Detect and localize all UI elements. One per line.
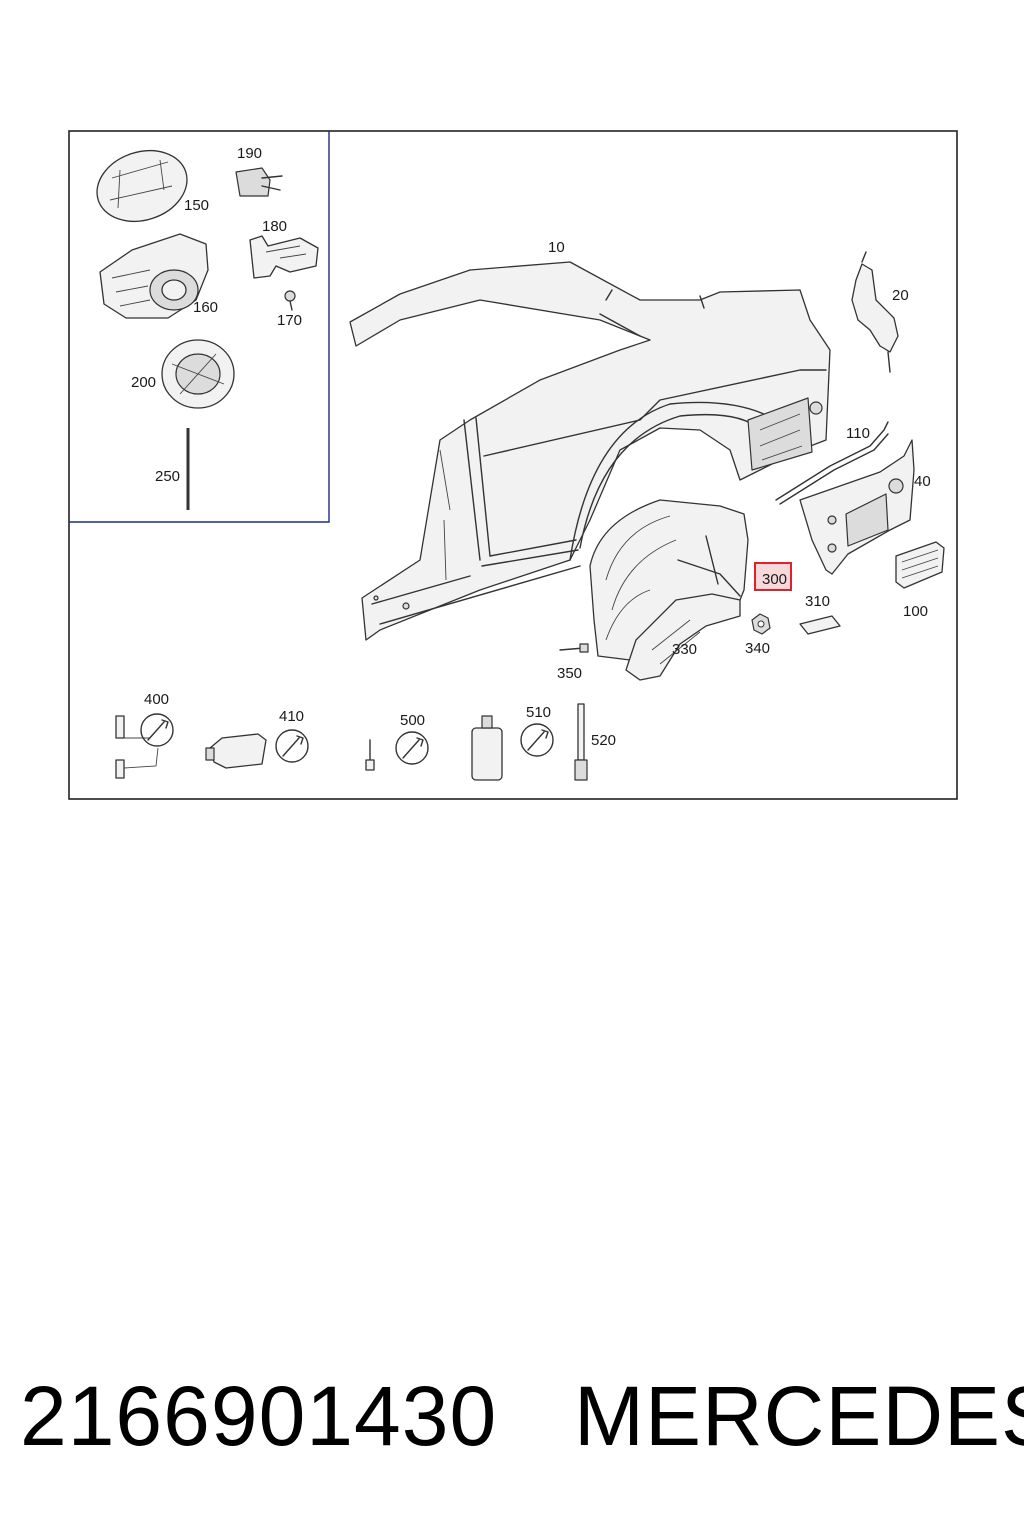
callout-10: 10: [548, 239, 565, 256]
wrench-icon: [275, 729, 309, 763]
seal-strip-part: [775, 421, 889, 505]
fuel-flap-part: [96, 150, 188, 222]
callout-520: 520: [591, 732, 616, 749]
parts-diagram: 10 20 40 100 110 150 160 170 180 190 200…: [68, 130, 958, 800]
callout-20: 20: [892, 287, 909, 304]
liner-section-part: [625, 593, 741, 681]
callout-170: 170: [277, 312, 302, 329]
callout-400: 400: [144, 691, 169, 708]
anchor-bolt-part: [574, 703, 588, 781]
brand-name: MERCEDES: [574, 1369, 1024, 1463]
callout-180: 180: [262, 218, 287, 235]
rear-side-panel-part: [349, 261, 831, 641]
screw-part: [284, 290, 296, 311]
pin-part: [365, 739, 375, 771]
actuator-part: [249, 235, 319, 279]
callout-110: 110: [846, 425, 870, 442]
inset-box: [69, 131, 330, 523]
callout-160: 160: [193, 299, 218, 316]
diagram-frame: [68, 130, 958, 800]
nut-part: [751, 613, 771, 635]
fuel-door-lock-part: [235, 167, 283, 197]
wrench-icon: [395, 731, 429, 765]
wrench-icon: [520, 723, 554, 757]
footer: 2166901430 MERCEDES: [0, 1368, 1024, 1478]
callout-500: 500: [400, 712, 425, 729]
callout-410: 410: [279, 708, 304, 725]
part-number: 2166901430: [20, 1369, 498, 1463]
callout-330: 330: [672, 641, 697, 658]
callout-100: 100: [903, 603, 928, 620]
fuel-filler-seal-part: [161, 339, 235, 409]
cover-part: [799, 615, 841, 635]
fuel-filler-housing-part: [99, 233, 209, 319]
callout-250: 250: [155, 468, 180, 485]
wrench-icon: [140, 713, 174, 747]
bolt-part: [559, 643, 589, 653]
highlight-box: [754, 562, 792, 591]
callout-310: 310: [805, 593, 830, 610]
screw-rivet-set-part: [115, 715, 159, 779]
callout-150: 150: [184, 197, 209, 214]
callout-340: 340: [745, 640, 770, 657]
tail-lamp-mount-part: [799, 439, 915, 575]
sealant-cartridge-part: [205, 733, 267, 769]
callout-200: 200: [131, 374, 156, 391]
adhesive-tube-part: [471, 715, 503, 781]
callout-300: 300: [762, 571, 787, 588]
callout-350: 350: [557, 665, 582, 682]
callout-510: 510: [526, 704, 551, 721]
bracket-part: [851, 251, 899, 373]
callout-40: 40: [914, 473, 931, 490]
vent-grille-part: [895, 541, 945, 589]
callout-190: 190: [237, 145, 262, 162]
